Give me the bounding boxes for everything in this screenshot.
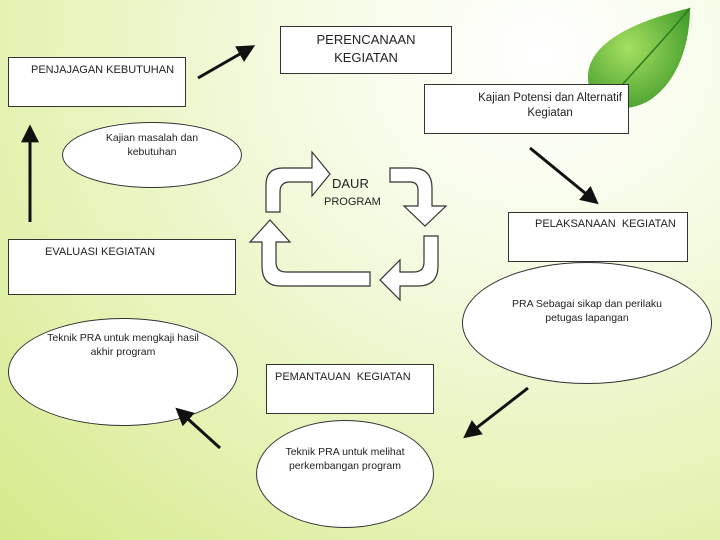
perencanaan-kegiatan-box: PERENCANAAN KEGIATAN <box>280 26 452 74</box>
cycle-arrows <box>248 150 448 302</box>
kajian-potensi-label: Kajian Potensi dan Alternatif Kegiatan <box>478 92 622 119</box>
penjajagan-label: PENJAJAGAN KEBUTUHAN <box>31 64 175 76</box>
perencanaan-label: PERENCANAAN KEGIATAN <box>316 32 416 65</box>
pelaksanaan-label: PELAKSANAAN KEGIATAN <box>535 218 676 230</box>
arrow-pemantauan-to-evaluasi <box>175 407 222 450</box>
pra-sikap-label: PRA Sebagai sikap dan perilaku petugas l… <box>511 298 662 325</box>
evaluasi-label: EVALUASI KEGIATAN <box>45 246 156 258</box>
kajian-masalah-label: Kajian masalah dan kebutuhan <box>105 132 199 159</box>
teknik-lihat-ellipse: Teknik PRA untuk melihat perkembangan pr… <box>256 420 434 528</box>
leaf-icon <box>587 8 690 109</box>
cycle-arrow-left <box>248 219 371 287</box>
teknik-kaji-ellipse: Teknik PRA untuk mengkaji hasil akhir pr… <box>8 318 238 426</box>
teknik-lihat-label: Teknik PRA untuk melihat perkembangan pr… <box>285 446 405 473</box>
pemantauan-label: PEMANTAUAN KEGIATAN <box>275 371 411 383</box>
arrow-potensi-to-pelaksanaan <box>529 146 599 205</box>
arrow-penjajagan-to-perencanaan <box>197 45 256 80</box>
teknik-kaji-label: Teknik PRA untuk mengkaji hasil akhir pr… <box>47 332 199 359</box>
program-label: PROGRAM <box>324 196 381 208</box>
cycle-arrow-right <box>389 167 448 227</box>
arrow-prasikap-to-pemantauan <box>463 386 529 439</box>
pemantauan-kegiatan-box: PEMANTAUAN KEGIATAN <box>266 364 434 414</box>
kajian-potensi-box: Kajian Potensi dan Alternatif Kegiatan <box>424 84 629 134</box>
pra-sikap-ellipse: PRA Sebagai sikap dan perilaku petugas l… <box>462 262 712 384</box>
evaluasi-kegiatan-box: EVALUASI KEGIATAN <box>8 239 236 295</box>
kajian-masalah-ellipse: Kajian masalah dan kebutuhan <box>62 122 242 188</box>
cycle-arrow-top <box>265 150 331 213</box>
daur-label: DAUR <box>332 176 369 191</box>
cycle-arrow-bottom-right <box>379 235 439 302</box>
penjajagan-kebutuhan-box: PENJAJAGAN KEBUTUHAN <box>8 57 186 107</box>
pelaksanaan-kegiatan-box: PELAKSANAAN KEGIATAN <box>508 212 688 262</box>
